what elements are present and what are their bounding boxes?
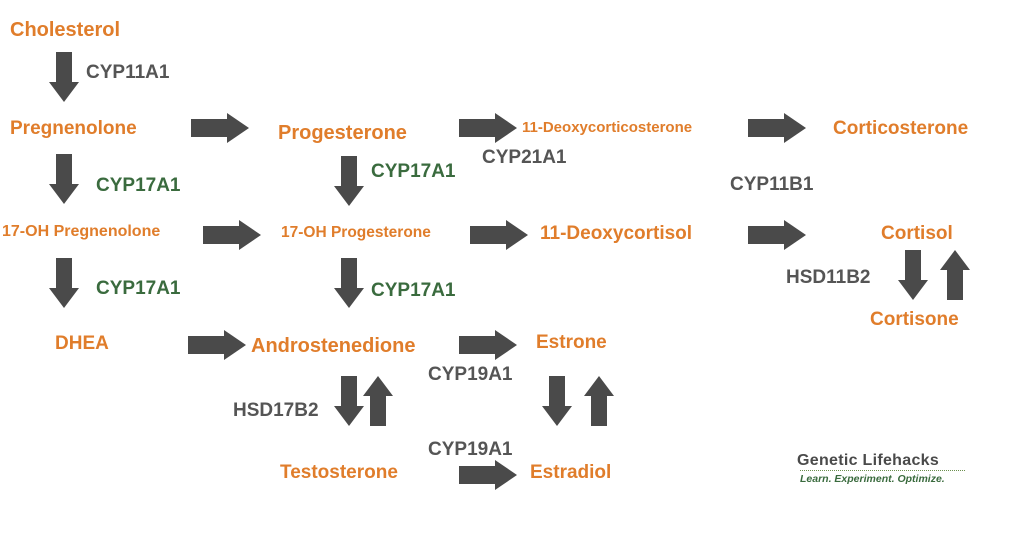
arrow-pregnenolone-to-17oh-pregnenolone: [49, 154, 79, 204]
hormone-cortisol: Cortisol: [881, 223, 953, 244]
arrow-testosterone-to-androstenedione: [363, 376, 393, 426]
enzyme-cyp21a1: CYP21A1: [482, 147, 567, 168]
enzyme-hsd11b2: HSD11B2: [786, 267, 871, 288]
enzyme-cyp19a1-estrone: CYP19A1: [428, 364, 513, 385]
hormone-corticosterone: Corticosterone: [833, 118, 969, 139]
enzyme-cyp17a1-17oh-pregnenolone: CYP17A1: [96, 278, 181, 299]
enzyme-cyp19a1-estradiol: CYP19A1: [428, 439, 513, 460]
arrow-17oh-pregnenolone-to-17oh-progesterone: [203, 220, 261, 250]
arrow-cortisone-to-cortisol: [940, 250, 970, 300]
arrow-17oh-progesterone-to-androstenedione: [334, 258, 364, 308]
hormone-17oh-progesterone: 17-OH Progesterone: [281, 224, 431, 241]
arrow-17oh-pregnenolone-to-dhea: [49, 258, 79, 308]
hormone-estradiol: Estradiol: [530, 462, 612, 483]
arrow-androstenedione-to-estrone: [459, 330, 517, 360]
hormone-testosterone: Testosterone: [280, 462, 398, 483]
arrow-cholesterol-to-pregnenolone: [49, 52, 79, 102]
arrow-11-deoxycortisol-to-cortisol: [748, 220, 806, 250]
arrow-cortisol-to-cortisone: [898, 250, 928, 300]
hormone-11-deoxycortisol: 11-Deoxycortisol: [540, 223, 693, 244]
arrow-11-deoxycorticosterone-to-corticosterone: [748, 113, 806, 143]
brand-name: Genetic Lifehacks: [797, 452, 940, 469]
enzyme-cyp17a1-pregnenolone: CYP17A1: [96, 175, 181, 196]
brand-tagline: Learn. Experiment. Optimize.: [800, 473, 945, 485]
hormone-cortisone: Cortisone: [870, 309, 959, 330]
hormone-androstenedione: Androstenedione: [251, 335, 416, 357]
enzyme-cyp11a1: CYP11A1: [86, 62, 170, 83]
arrow-dhea-to-androstenedione: [188, 330, 246, 360]
hormone-cholesterol: Cholesterol: [10, 19, 121, 41]
brand-divider: [800, 470, 965, 471]
arrow-estradiol-to-estrone: [584, 376, 614, 426]
hormone-17oh-pregnenolone: 17-OH Pregnenolone: [2, 223, 161, 240]
hormone-11-deoxycorticosterone: 11-Deoxycorticosterone: [522, 119, 693, 136]
arrow-progesterone-to-11-deoxycorticosterone: [459, 113, 517, 143]
arrow-pregnenolone-to-progesterone: [191, 113, 249, 143]
arrow-estrone-to-estradiol: [542, 376, 572, 426]
enzyme-cyp11b1: CYP11B1: [730, 174, 814, 195]
enzyme-cyp17a1-progesterone: CYP17A1: [371, 161, 456, 182]
arrow-testosterone-to-estradiol: [459, 460, 517, 490]
hormone-progesterone: Progesterone: [278, 122, 407, 144]
hormone-dhea: DHEA: [55, 333, 109, 354]
arrow-17oh-progesterone-to-11-deoxycortisol: [470, 220, 528, 250]
hormone-estrone: Estrone: [536, 332, 607, 353]
hormone-pregnenolone: Pregnenolone: [10, 118, 137, 139]
arrow-androstenedione-to-testosterone: [334, 376, 364, 426]
enzyme-cyp17a1-17oh-progesterone: CYP17A1: [371, 280, 456, 301]
arrow-progesterone-to-17oh-progesterone: [334, 156, 364, 206]
enzyme-hsd17b2: HSD17B2: [233, 400, 319, 421]
